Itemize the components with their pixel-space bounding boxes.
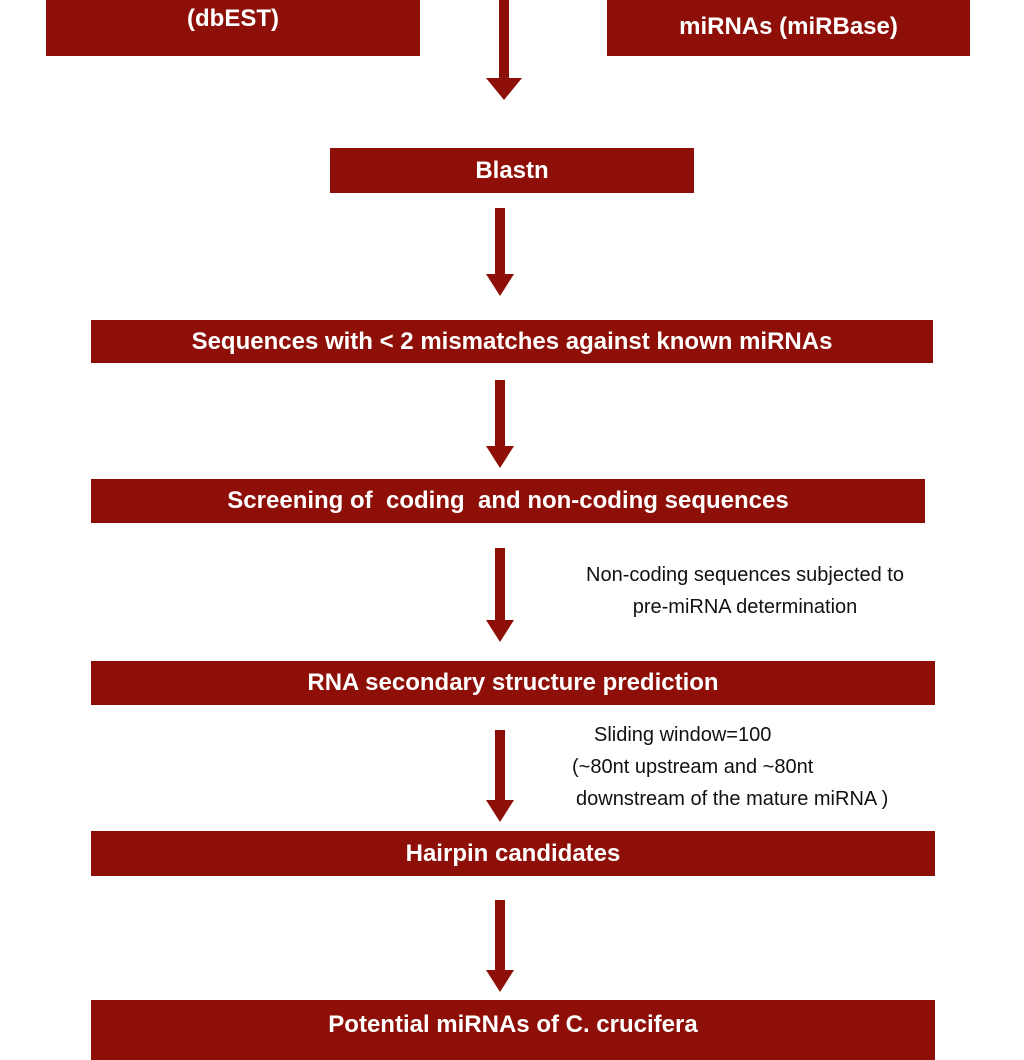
- flow-arrows: [486, 0, 522, 992]
- arrow-to-blastn: [486, 0, 522, 100]
- rna-structure-box: RNA secondary structure prediction: [91, 661, 935, 705]
- noncoding-note-line-1: Non-coding sequences subjected to: [586, 564, 904, 586]
- potential-label: Potential miRNAs of C. crucifera: [328, 1011, 698, 1038]
- blastn-box: Blastn: [330, 148, 694, 193]
- hairpin-box: Hairpin candidates: [91, 831, 935, 876]
- mismatch-filter-box: Sequences with < 2 mismatches against kn…: [91, 320, 933, 363]
- mirbase-source-box: miRNAs (miRBase): [607, 0, 970, 56]
- sliding-window-line-3: downstream of the mature miRNA ): [576, 788, 889, 810]
- arrow-to-mismatch-filter: [486, 208, 514, 296]
- rna-structure-label: RNA secondary structure prediction: [307, 669, 719, 696]
- noncoding-note: Non-coding sequences subjected to pre-mi…: [538, 559, 952, 623]
- noncoding-note-line-2: pre-miRNA determination: [632, 596, 858, 618]
- sliding-window-line-1: Sliding window=100: [594, 724, 772, 746]
- sliding-window-line-2: (~80nt upstream and ~80nt: [572, 756, 814, 778]
- est-source-box: (dbEST): [46, 0, 420, 56]
- mismatch-filter-label: Sequences with < 2 mismatches against kn…: [191, 327, 833, 355]
- potential-box: Potential miRNAs of C. crucifera: [91, 1000, 935, 1060]
- blastn-label: Blastn: [475, 156, 549, 184]
- hairpin-label: Hairpin candidates: [405, 839, 621, 867]
- screening-box: Screening of coding and non-coding seque…: [91, 479, 925, 523]
- arrow-to-potential: [486, 900, 514, 992]
- arrow-to-rna-structure: [486, 548, 514, 642]
- arrow-to-hairpin: [486, 730, 514, 822]
- arrow-to-screening: [486, 380, 514, 468]
- mirbase-source-label: miRNAs (miRBase): [679, 13, 898, 40]
- screening-label: Screening of coding and non-coding seque…: [227, 487, 789, 514]
- sliding-window-note: Sliding window=100 (~80nt upstream and ~…: [572, 719, 992, 815]
- est-source-label: (dbEST): [187, 5, 279, 32]
